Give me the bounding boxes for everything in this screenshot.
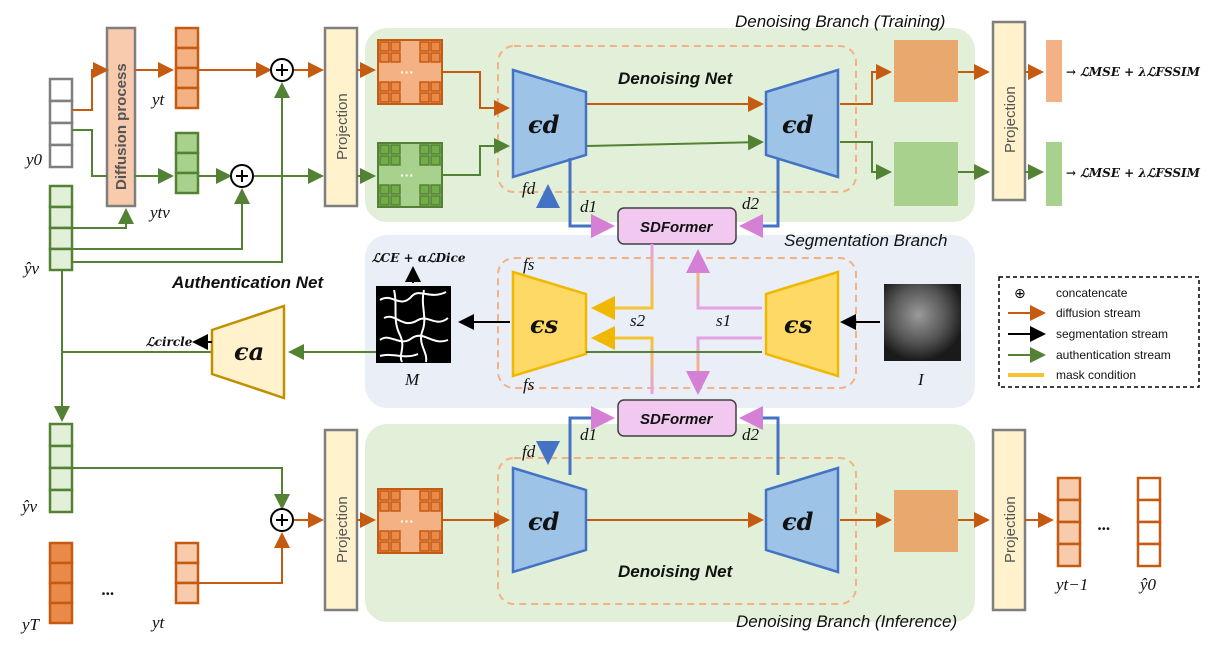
denoising-net-bottom-boundary — [497, 457, 857, 605]
segmentation-branch-title: Segmentation Branch — [784, 231, 948, 250]
loss-ce-dice: ℒCE + αℒDice — [372, 251, 466, 265]
yt-minus-1-label: yt−1 — [1054, 575, 1088, 594]
inference-branch-bg — [365, 424, 975, 622]
dots-right: ... — [1098, 515, 1111, 534]
svg-text:···: ··· — [400, 64, 414, 80]
output-bar-orange — [1046, 40, 1062, 102]
I-label: I — [917, 370, 925, 389]
legend-item-segmentation: segmentation stream — [1056, 327, 1168, 341]
diffusion-process-block — [105, 26, 137, 208]
eps-s-right: ϵs — [764, 270, 840, 378]
fd-label-bottom: fd — [522, 442, 536, 461]
legend-item-concat: concatencate — [1056, 286, 1128, 300]
yt-minus-1-stack — [1056, 476, 1082, 568]
sdformer-top-label: SDFormer — [640, 219, 714, 236]
yt-label-bottom: yt — [150, 613, 166, 632]
dots-left-bottom: ... — [102, 580, 115, 599]
sdformer-bottom-label: SDFormer — [640, 411, 714, 428]
eps-a-net: ϵa — [210, 304, 286, 400]
y0-hat-stack — [1136, 476, 1162, 568]
loss-mse-bottom: → ℒMSE + λℒFSSIM — [1066, 166, 1201, 180]
s2-label: s2 — [630, 311, 646, 330]
svg-text:ϵs: ϵs — [784, 310, 813, 339]
inference-branch-title: Denoising Branch (Inference) — [736, 612, 957, 631]
s1-label: s1 — [716, 311, 731, 330]
training-branch-bg — [365, 28, 975, 222]
projection-bottom-right-label: Projection — [1002, 496, 1019, 563]
feature-block-bottom-orange — [894, 490, 958, 552]
denoising-net-top-boundary — [497, 45, 857, 193]
mask-M — [376, 286, 451, 363]
y0-stack — [48, 77, 74, 169]
eps-d-encoder-bottom: ϵd — [511, 466, 588, 574]
y0-label: y0 — [24, 150, 43, 169]
concat-top — [270, 58, 294, 82]
denoising-net-top-title: Denoising Net — [618, 69, 734, 88]
loss-circle: ℒcircle — [146, 335, 193, 349]
yt-label-top: yt — [150, 90, 166, 109]
svg-text:ϵd: ϵd — [528, 110, 560, 139]
svg-text:···: ··· — [400, 167, 414, 183]
svg-text:ϵd: ϵd — [782, 507, 814, 536]
projection-bottom-left-label: Projection — [334, 496, 351, 563]
yT-label: yT — [20, 615, 41, 634]
eps-d-decoder-top: ϵd — [764, 68, 840, 179]
projection-top-right — [991, 20, 1027, 202]
output-bar-green — [1046, 142, 1062, 206]
M-label: M — [404, 370, 420, 389]
ytv-label: ytv — [148, 203, 170, 222]
fs-label-top: fs — [523, 255, 535, 274]
d2-label-top: d2 — [742, 194, 760, 213]
legend-oplus-symbol: ⊕ — [1014, 286, 1026, 302]
concat-bottom — [270, 508, 294, 532]
feature-block-top-orange — [894, 40, 958, 102]
eps-d-decoder-bottom: ϵd — [764, 466, 840, 574]
legend: ⊕ concatencate diffusion stream segmenta… — [998, 276, 1200, 388]
y0-hat-label: ŷ0 — [1138, 575, 1157, 594]
denoising-net-bottom-title: Denoising Net — [618, 562, 734, 581]
legend-item-diffusion: diffusion stream — [1056, 306, 1141, 320]
yt-stack-bottom — [174, 541, 200, 605]
projection-top-left-label: Projection — [334, 93, 351, 160]
projection-top-right-label: Projection — [1002, 86, 1019, 153]
token-grid-top-green: ··· — [377, 142, 443, 208]
sdformer-top — [617, 207, 737, 245]
yT-stack — [48, 541, 74, 625]
svg-text:ϵa: ϵa — [234, 337, 264, 366]
feature-block-top-green — [894, 142, 958, 206]
projection-top-left — [323, 26, 359, 208]
svg-text:ϵd: ϵd — [782, 110, 814, 139]
token-grid-bottom-orange: ··· — [377, 488, 443, 554]
legend-item-mask: mask condition — [1056, 368, 1136, 382]
ytv-stack — [174, 131, 200, 195]
d1-label-top: d1 — [580, 197, 597, 216]
legend-item-authentication: authentication stream — [1056, 348, 1171, 362]
training-branch-title: Denoising Branch (Training) — [735, 12, 945, 31]
svg-text:ϵd: ϵd — [528, 507, 560, 536]
fs-label-bottom: fs — [523, 375, 535, 394]
d2-label-bottom: d2 — [742, 425, 760, 444]
concat-middle — [230, 164, 254, 188]
yv-hat-label-top: ŷv — [22, 259, 40, 278]
yt-stack-top — [174, 26, 200, 110]
yv-hat-label-bottom: ŷv — [20, 497, 38, 516]
sdformer-bottom — [617, 399, 737, 437]
svg-text:ϵs: ϵs — [530, 310, 559, 339]
projection-bottom-right — [991, 428, 1027, 612]
svg-text:···: ··· — [400, 513, 414, 529]
yv-hat-stack-top — [48, 184, 74, 272]
d1-label-bottom: d1 — [580, 425, 597, 444]
loss-mse-top: → ℒMSE + λℒFSSIM — [1066, 65, 1201, 79]
fd-label-top: fd — [522, 179, 536, 198]
input-image-I — [884, 284, 961, 361]
yv-hat-stack-bottom — [48, 422, 74, 514]
eps-d-encoder-top: ϵd — [511, 68, 588, 179]
authentication-net-title: Authentication Net — [171, 273, 324, 292]
diffusion-process-label: Diffusion process — [113, 63, 130, 190]
token-grid-top-orange: ··· — [377, 39, 443, 105]
